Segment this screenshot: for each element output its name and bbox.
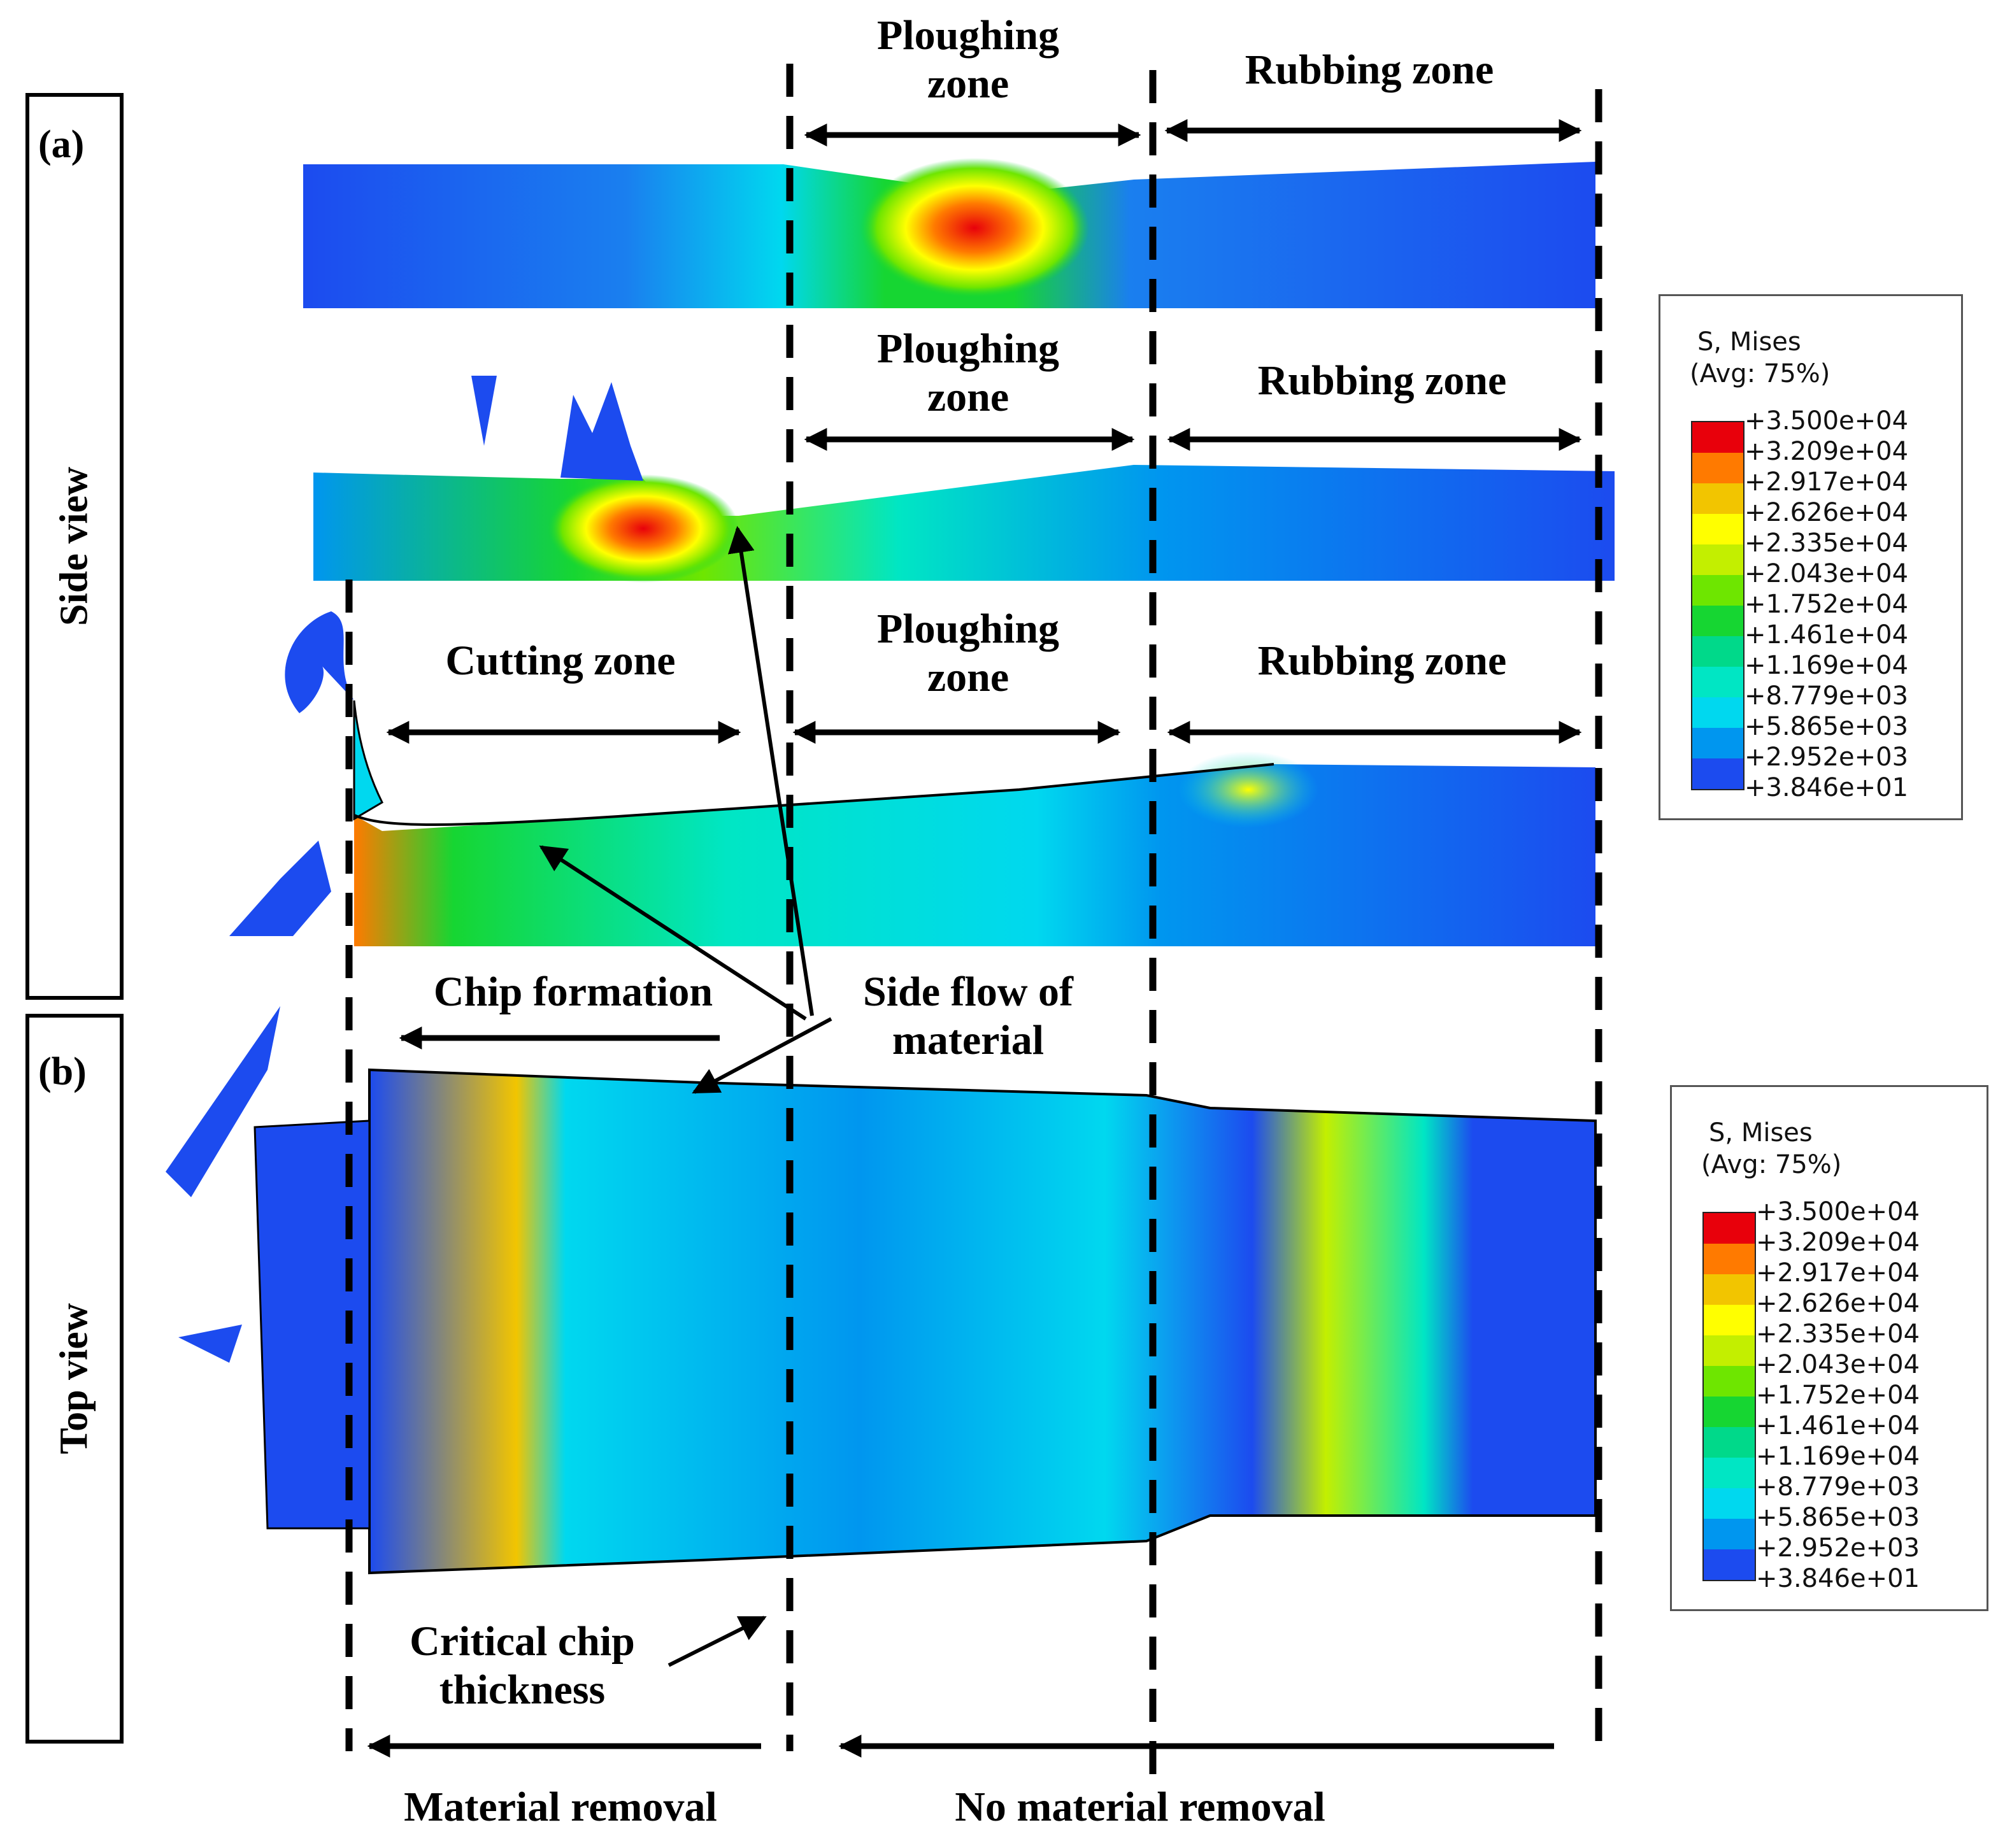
top-view-body [166,1006,1597,1575]
legend-swatch [1692,422,1743,453]
legend-swatch [1704,1427,1755,1458]
legend-tick-label: +1.461e+04 [1745,620,1909,650]
legend-tick-label: +2.043e+04 [1756,1350,1920,1379]
legend-swatch [1704,1397,1755,1427]
legend-swatch [1704,1305,1755,1335]
legend-swatch [1704,1458,1755,1488]
row3-rubbing-label: Rubbing zone [1257,637,1507,684]
legend-swatch [1704,1519,1755,1549]
legend-tick-label: +2.952e+03 [1745,743,1909,772]
zone-boundaries [345,64,1602,1777]
legend-swatch [1692,544,1743,575]
top-view-box: (b) Top view [25,1014,124,1744]
legend-subtitle: (Avg: 75%) [1701,1150,1842,1179]
legend-tick-label: +2.626e+04 [1756,1289,1920,1318]
legend-swatch [1704,1488,1755,1519]
legend-swatch [1692,636,1743,667]
legend-side-view: S, Mises(Avg: 75%)+3.500e+04+3.209e+04+2… [1659,294,1963,820]
legend-tick-label: +8.779e+03 [1745,681,1909,711]
panel-letter-b: (b) [38,1050,87,1093]
side-flow-label: Side flow of material [863,969,1073,1063]
chip-formation-label: Chip formation [433,969,713,1015]
legend-tick-label: +3.846e+01 [1745,773,1909,802]
legend-title: S, Mises [1709,1118,1813,1148]
flow-arrows [367,1027,1554,1758]
legend-tick-label: +1.169e+04 [1745,651,1909,680]
legend-tick-label: +3.846e+01 [1756,1564,1920,1593]
legend-swatch [1704,1366,1755,1397]
legend-swatch [1692,758,1743,789]
legend-tick-label: +2.952e+03 [1756,1533,1920,1563]
row1-rubbing-label: Rubbing zone [1245,46,1494,93]
side-view-strip-3 [229,611,1595,946]
legend-tick-label: +2.335e+04 [1745,529,1909,558]
legend-tick-label: +3.500e+04 [1745,406,1909,436]
legend-swatch [1692,667,1743,697]
legend-tick-label: +1.752e+04 [1745,590,1909,619]
legend-swatch [1704,1549,1755,1580]
legend-swatch [1704,1335,1755,1366]
legend-tick-label: +1.752e+04 [1756,1381,1920,1410]
legend-tick-label: +1.169e+04 [1756,1442,1920,1471]
legend-tick-label: +8.779e+03 [1756,1472,1920,1502]
side-view-strip-2 [313,376,1615,583]
row2-rubbing-label: Rubbing zone [1257,357,1507,404]
legend-tick-label: +2.335e+04 [1756,1319,1920,1349]
legend-tick-label: +3.209e+04 [1756,1228,1920,1257]
legend-swatch [1692,575,1743,606]
legend-swatch [1704,1274,1755,1305]
top-view-label: Top view [52,1303,96,1454]
legend-tick-label: +3.500e+04 [1756,1197,1920,1226]
row3-ploughing-label: Ploughing zone [876,606,1060,700]
legend-tick-label: +3.209e+04 [1745,437,1909,466]
panel-letter-a: (a) [38,123,85,166]
legend-colorbar [1691,421,1745,790]
legend-title: S, Mises [1697,327,1801,357]
no-material-removal-label: No material removal [955,1784,1325,1830]
legend-top-view: S, Mises(Avg: 75%)+3.500e+04+3.209e+04+2… [1670,1085,1988,1611]
critical-chip-label: Critical chip thickness [410,1618,635,1713]
legend-colorbar [1702,1212,1756,1581]
legend-tick-label: +5.865e+03 [1756,1503,1920,1532]
material-removal-label: Material removal [404,1784,717,1830]
legend-tick-label: +2.917e+04 [1756,1258,1920,1288]
legend-tick-label: +2.917e+04 [1745,467,1909,497]
legend-tick-label: +5.865e+03 [1745,712,1909,741]
zone-arrows [386,119,1582,744]
legend-tick-label: +1.461e+04 [1756,1411,1920,1440]
legend-swatch [1704,1244,1755,1274]
legend-swatch [1692,606,1743,636]
legend-swatch [1692,514,1743,544]
side-view-label: Side view [52,467,96,626]
pointer-arrows [539,525,832,1667]
legend-swatch [1692,483,1743,514]
legend-tick-label: +2.043e+04 [1745,559,1909,588]
row3-cutting-label: Cutting zone [445,637,676,684]
row1-ploughing-label: Ploughing zone [876,12,1060,107]
legend-tick-label: +2.626e+04 [1745,498,1909,527]
row2-ploughing-label: Ploughing zone [876,325,1060,420]
legend-swatch [1704,1213,1755,1244]
legend-swatch [1692,728,1743,758]
side-view-strip-1 [303,158,1595,308]
legend-swatch [1692,697,1743,728]
legend-subtitle: (Avg: 75%) [1690,359,1830,388]
legend-swatch [1692,453,1743,483]
side-view-box: (a) Side view [25,93,124,1000]
